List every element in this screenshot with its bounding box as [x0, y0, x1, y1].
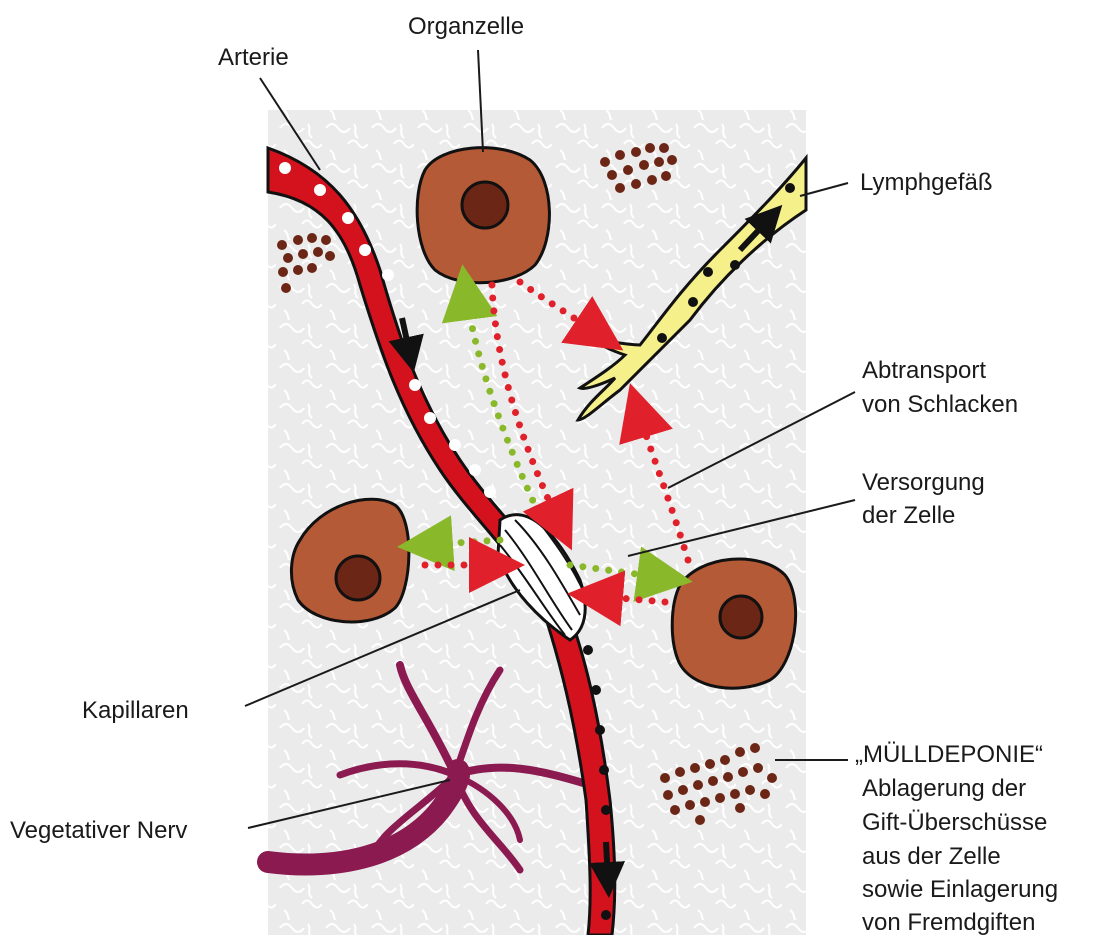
- label-vegetativer-nerv: Vegetativer Nerv: [10, 817, 187, 844]
- label-muelldeponie-line4: aus der Zelle: [862, 843, 1001, 870]
- label-muelldeponie-line3: Gift-Überschüsse: [862, 809, 1047, 836]
- label-kapillaren: Kapillaren: [82, 697, 189, 724]
- label-muelldeponie-line1: „MÜLLDEPONIE“: [855, 741, 1043, 768]
- label-arterie: Arterie: [218, 44, 289, 71]
- label-lymphgefaess: Lymphgefäß: [860, 169, 993, 196]
- label-organzelle: Organzelle: [408, 13, 524, 40]
- label-versorgung-line1: Versorgung: [862, 469, 985, 496]
- organ-cell-right: [672, 559, 795, 688]
- label-versorgung-line2: der Zelle: [862, 502, 955, 529]
- label-abtransport-line2: von Schlacken: [862, 391, 1018, 418]
- label-muelldeponie-line5: sowie Einlagerung: [862, 876, 1058, 903]
- label-abtransport-line1: Abtransport: [862, 357, 986, 384]
- organ-cell-top: [417, 148, 549, 283]
- label-muelldeponie-line2: Ablagerung der: [862, 775, 1026, 802]
- label-muelldeponie-line6: von Fremdgiften: [862, 909, 1035, 935]
